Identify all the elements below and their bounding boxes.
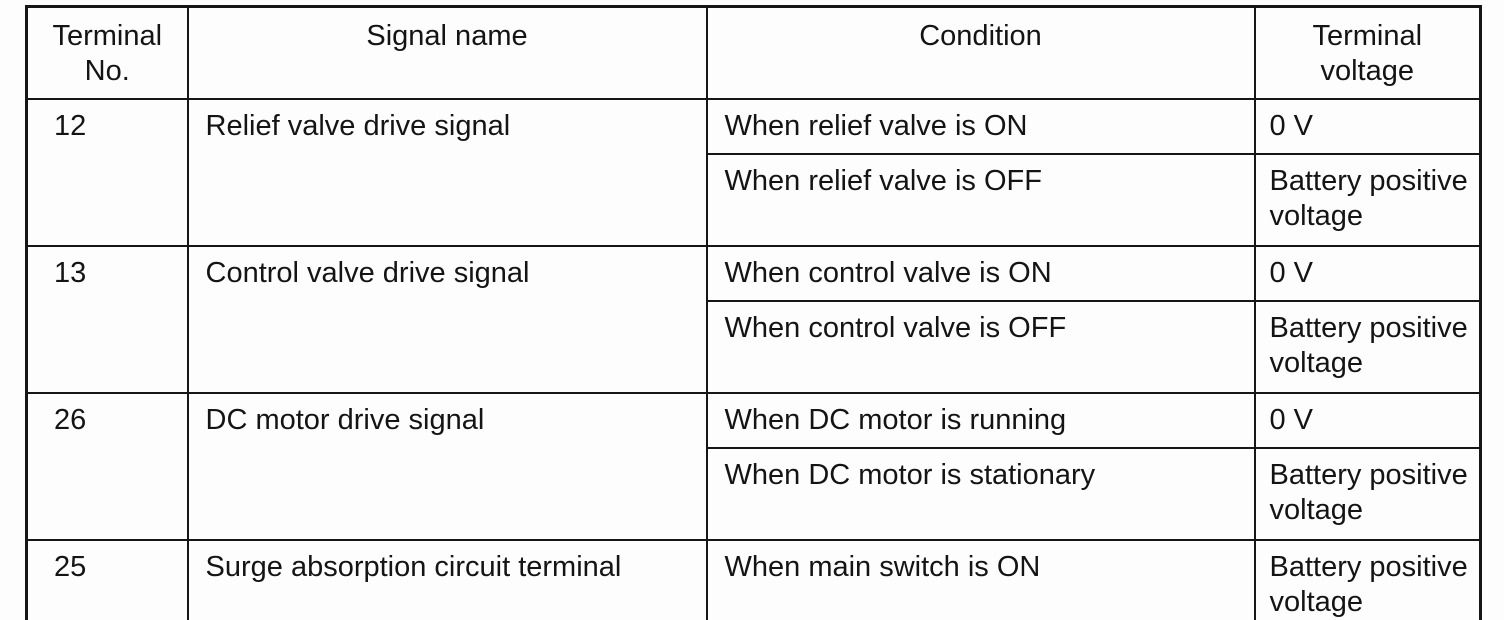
voltage-cell: 0 V	[1253, 98, 1482, 155]
terminal-no-cell: 13	[25, 245, 189, 394]
signal-name-cell: DC motor drive signal	[186, 392, 708, 541]
table-row: When DC motor is stationary Battery posi…	[27, 447, 1482, 541]
table-row: 26 DC motor drive signal When DC motor i…	[25, 392, 1482, 541]
voltage-cell: 0 V	[1253, 392, 1482, 449]
column-header-terminal-voltage: Terminal voltage	[1253, 5, 1482, 100]
voltage-cell: Battery positive voltage	[1253, 447, 1482, 541]
signal-name-cell: Surge absorption circuit terminal	[186, 539, 708, 620]
voltage-cell: Battery positive voltage	[1253, 300, 1482, 394]
voltage-cell: Battery positive voltage	[1253, 153, 1482, 247]
condition-cell: When control valve is OFF	[705, 300, 1256, 394]
condition-cell: When relief valve is ON	[705, 98, 1256, 155]
column-header-condition: Condition	[705, 5, 1256, 100]
voltage-cell: Battery positive voltage	[1253, 539, 1482, 620]
terminal-no-cell: 26	[25, 392, 189, 541]
column-header-signal-name: Signal name	[186, 5, 708, 100]
table-row: 25 Surge absorption circuit terminal Whe…	[25, 539, 1482, 620]
terminal-signal-table: Terminal No. Signal name Condition Termi…	[25, 5, 1482, 620]
table-row: When relief valve is OFF Battery positiv…	[27, 153, 1482, 247]
column-header-terminal-no: Terminal No.	[25, 5, 189, 100]
condition-cell: When DC motor is stationary	[705, 447, 1256, 541]
terminal-no-cell: 12	[25, 98, 189, 247]
condition-cell: When relief valve is OFF	[705, 153, 1256, 247]
condition-cell: When DC motor is running	[705, 392, 1256, 449]
voltage-cell: 0 V	[1253, 245, 1482, 302]
signal-name-cell: Control valve drive signal	[186, 245, 708, 394]
condition-cell: When control valve is ON	[705, 245, 1256, 302]
terminal-no-cell: 25	[25, 539, 189, 620]
table-row: 13 Control valve drive signal When contr…	[25, 245, 1482, 394]
table-row: When control valve is OFF Battery positi…	[27, 300, 1482, 394]
condition-cell: When main switch is ON	[705, 539, 1256, 620]
signal-name-cell: Relief valve drive signal	[186, 98, 708, 247]
header-row: Terminal No. Signal name Condition Termi…	[25, 5, 1482, 100]
table-row: 12 Relief valve drive signal When relief…	[25, 98, 1482, 247]
